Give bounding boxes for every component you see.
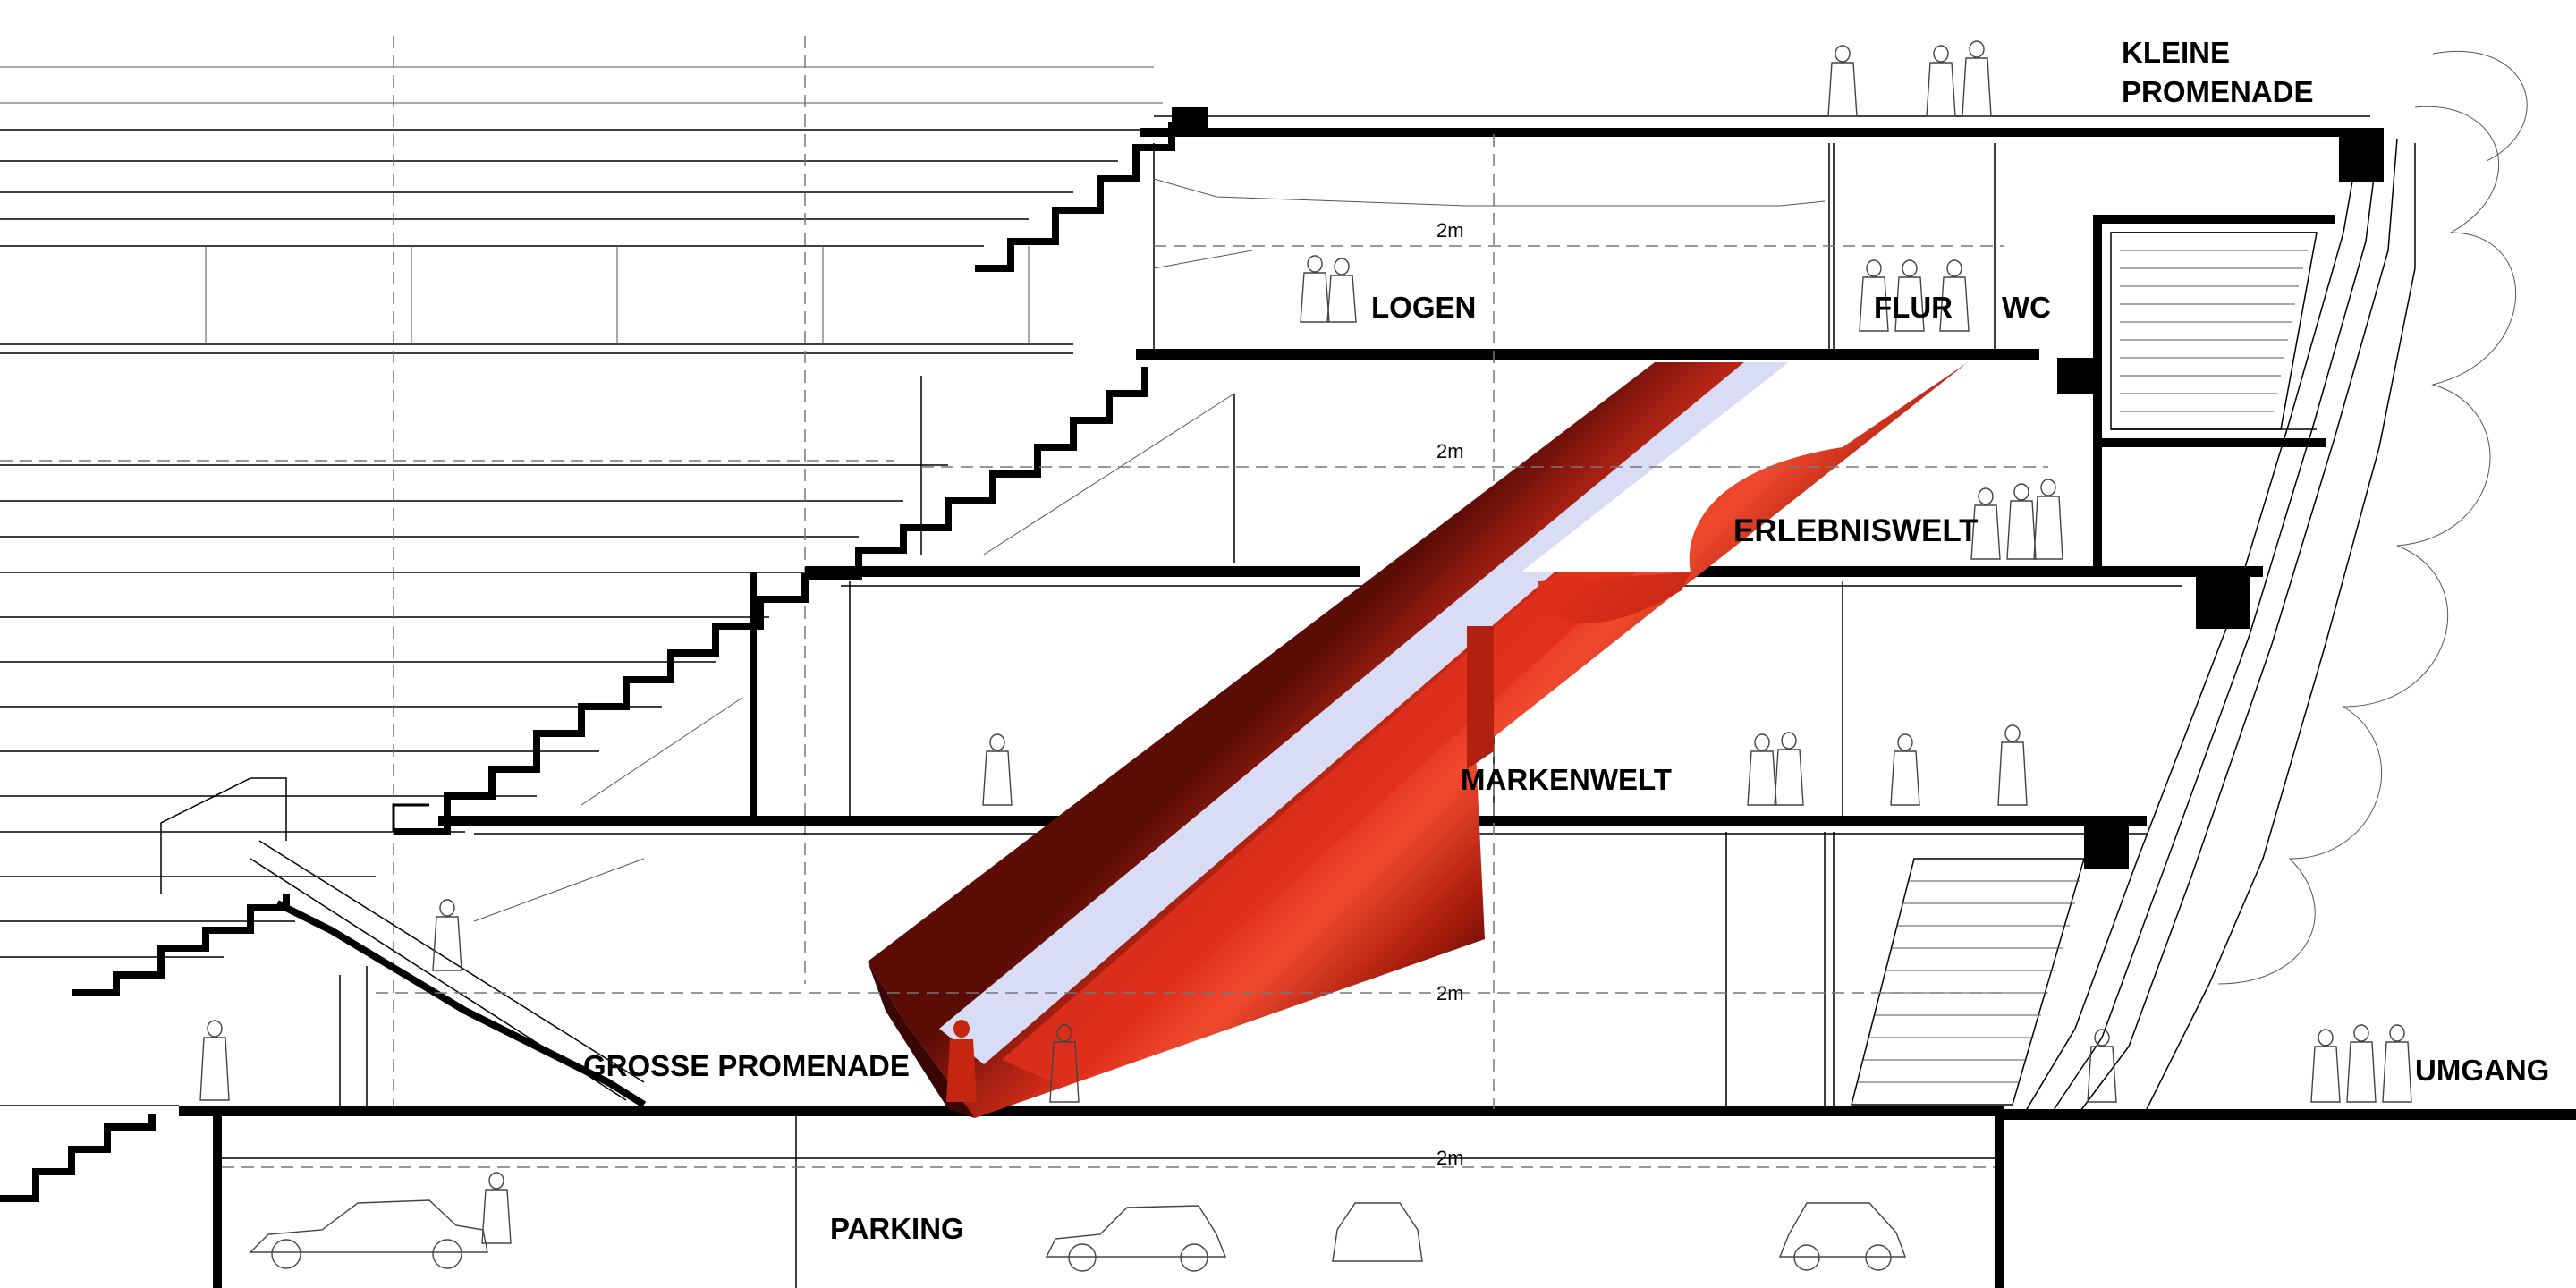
wc-label: WC	[2002, 291, 2051, 324]
umgang-label: UMGANG	[2415, 1054, 2549, 1087]
promenade-floor-slab	[0, 1105, 2576, 1120]
car-2	[1045, 1205, 1227, 1272]
dimension-lines	[0, 245, 2048, 1168]
markenwelt-label: MARKENWELT	[1461, 763, 1672, 796]
erlebniswelt-label: ERLEBNISWELT	[1733, 513, 1979, 548]
logen-label: LOGEN	[1371, 291, 1476, 324]
parking-walls	[213, 1116, 2004, 1288]
upper-stand-grid	[0, 66, 1163, 354]
promenade-upper-label: PROMENADE	[2122, 75, 2314, 108]
flur-label: FLUR	[1874, 291, 1953, 324]
kleine-label: KLEINE	[2122, 36, 2230, 69]
parked-cars	[249, 1199, 1907, 1272]
lower-tier-steps	[0, 840, 647, 1202]
logen-floor-slab	[1136, 349, 2093, 394]
car-4	[1778, 1202, 1907, 1271]
roof-slab	[1140, 115, 2384, 182]
grosse-promenade-label: GROSSE PROMENADE	[583, 1049, 910, 1082]
dimension-2m-promenade: 2m	[1436, 982, 1464, 1004]
dimension-2m-erlebniswelt: 2m	[1436, 440, 1464, 462]
car-3	[1332, 1202, 1423, 1262]
dimension-2m-parking: 2m	[1436, 1147, 1464, 1169]
erlebniswelt-floor-slab	[805, 566, 2263, 629]
stair-upper	[2110, 232, 2318, 430]
car-1	[249, 1199, 488, 1269]
escalator-tube	[868, 362, 1968, 1118]
lower-stand-wall	[160, 777, 368, 1109]
dimension-2m-logen: 2m	[1436, 219, 1464, 242]
red-figure-promenade	[946, 1020, 977, 1102]
interior-perspective	[473, 178, 1826, 922]
parking-label: PARKING	[830, 1212, 964, 1245]
right-facade	[2021, 51, 2528, 1119]
stair-lower	[1851, 858, 2085, 1106]
people-figures	[199, 40, 2412, 1244]
middle-tier-steps	[392, 367, 1148, 835]
